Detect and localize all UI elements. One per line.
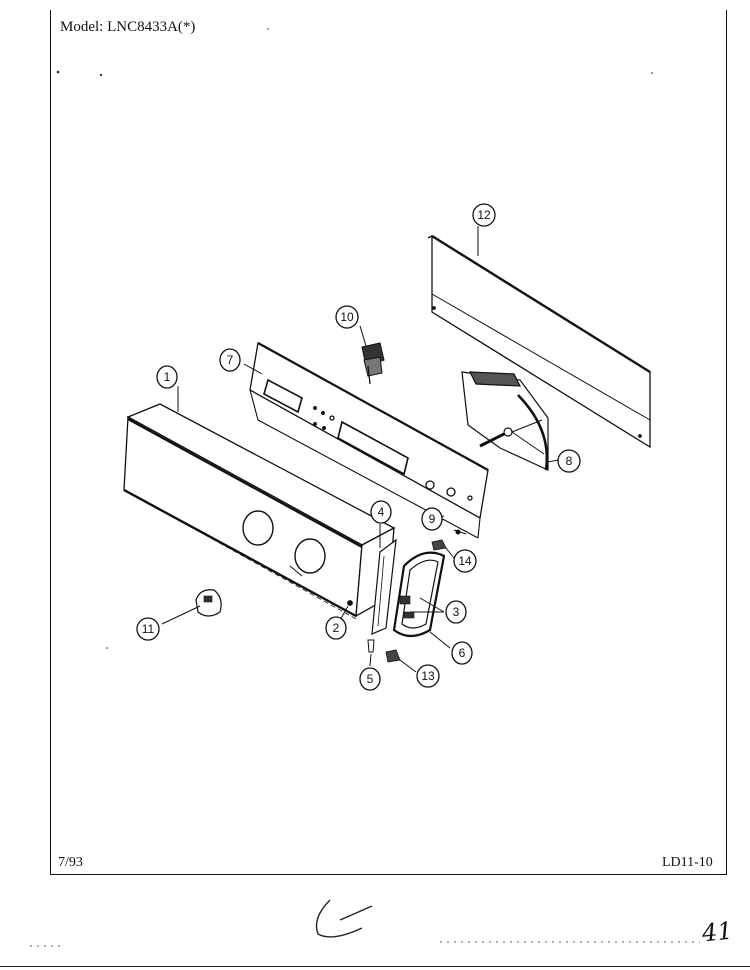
callout-9: 9 [421,507,443,531]
part-rear-panel [427,234,651,449]
svg-text:14: 14 [458,554,472,568]
part-front-console [123,403,396,621]
svg-text:6: 6 [459,646,466,660]
callout-14: 14 [453,549,477,573]
svg-text:4: 4 [378,505,385,519]
callout-3: 3 [445,600,467,624]
svg-text:10: 10 [340,310,354,324]
callout-6: 6 [451,641,473,665]
callout-1: 1 [156,365,178,389]
leader-lines [161,226,559,673]
svg-text:2: 2 [333,621,340,635]
page-bottom-rule [0,966,750,967]
part-inner-control-panel [249,341,489,539]
part-clip-lower [385,649,401,663]
svg-text:3: 3 [453,605,460,619]
callout-8: 8 [557,449,581,473]
svg-text:12: 12 [477,208,491,222]
svg-text:9: 9 [429,512,436,526]
part-end-cap [371,538,397,635]
svg-text:5: 5 [367,672,374,686]
callout-13: 13 [416,664,440,688]
svg-text:1: 1 [164,370,171,384]
callout-11: 11 [136,617,160,641]
svg-text:8: 8 [566,454,573,468]
part-screw-bottom [367,639,375,653]
scan-noise-strip [30,941,700,947]
callout-12: 12 [472,203,496,227]
svg-text:11: 11 [142,622,155,636]
drawing-frame [50,10,727,874]
callout-7: 7 [219,348,241,372]
callout-5: 5 [359,667,381,691]
footer-date: 7/93 [58,855,83,870]
callout-10: 10 [335,305,359,329]
part-switch [361,342,385,385]
svg-text:7: 7 [227,353,234,367]
part-clip-upper [431,539,447,551]
footer-page-code: LD11-10 [662,855,713,870]
callout-2: 2 [325,616,347,640]
part-screw-front [347,600,353,606]
svg-text:13: 13 [421,669,435,683]
handwritten-page-number: 41 [700,916,734,948]
footer-rule [50,874,727,875]
part-screw-rear [453,529,467,535]
model-label: Model: LNC8433A(*) [60,19,196,35]
part-blower-housing [461,371,549,471]
part-bracket [392,551,446,638]
scan-specks [56,28,653,649]
callout-4: 4 [370,500,392,524]
handwritten-signature [315,899,373,938]
part-knob [195,589,222,617]
